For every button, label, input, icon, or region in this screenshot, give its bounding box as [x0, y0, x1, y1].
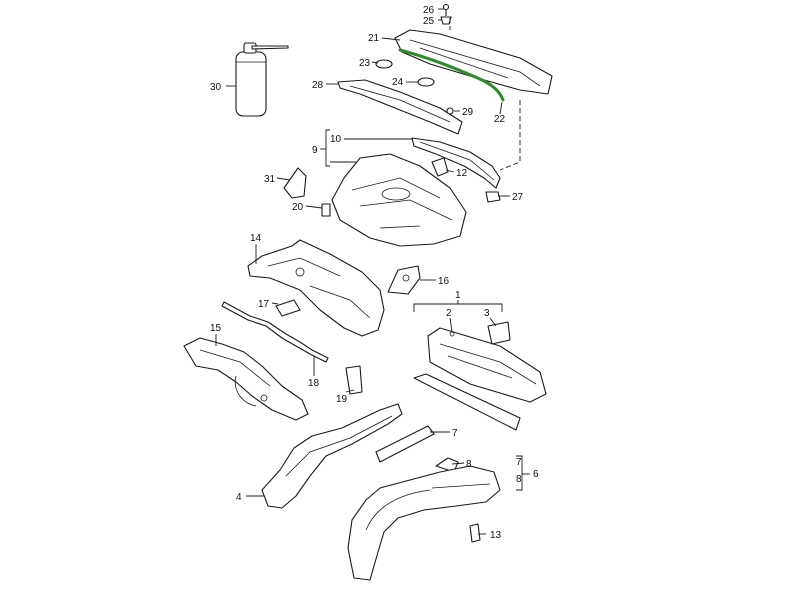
part-9-rear-floor-pan[interactable] — [331, 153, 467, 247]
part-7-strip[interactable] — [375, 425, 435, 463]
part-14-floor-section[interactable] — [247, 239, 385, 337]
part-27-clip[interactable] — [485, 191, 501, 203]
part-28-cross-member[interactable] — [337, 79, 463, 135]
part-19-bracket[interactable] — [345, 365, 363, 395]
part-26-screw[interactable] — [442, 3, 450, 17]
callout-25[interactable]: 25 — [423, 16, 435, 27]
callout-7-group[interactable]: 7 — [516, 457, 522, 468]
callout-8-bracket[interactable]: 8 — [466, 459, 472, 470]
callout-4[interactable]: 4 — [236, 492, 242, 503]
part-20-fastener[interactable] — [321, 203, 331, 217]
callout-16[interactable]: 16 — [438, 276, 450, 287]
part-29-bolt[interactable] — [446, 107, 454, 115]
part-21-rear-top-panel[interactable] — [394, 29, 553, 95]
part-24-grommet[interactable] — [417, 77, 435, 87]
callout-27[interactable]: 27 — [512, 192, 524, 203]
part-1-rear-panel-assembly[interactable] — [413, 327, 547, 431]
callout-2[interactable]: 2 — [446, 308, 452, 319]
part-31-bracket[interactable] — [283, 167, 307, 199]
callout-26[interactable]: 26 — [423, 5, 435, 16]
callout-31[interactable]: 31 — [264, 174, 276, 185]
callout-28[interactable]: 28 — [312, 80, 324, 91]
part-18-tube[interactable] — [221, 301, 329, 363]
callout-3[interactable]: 3 — [484, 308, 490, 319]
part-13-clip[interactable] — [469, 523, 481, 543]
part-16-gusset[interactable] — [387, 265, 421, 295]
callout-8-group[interactable]: 8 — [516, 474, 522, 485]
callout-15[interactable]: 15 — [210, 323, 222, 334]
callout-9[interactable]: 9 — [312, 145, 318, 156]
callout-22[interactable]: 22 — [494, 114, 506, 125]
callout-14[interactable]: 14 — [250, 233, 262, 244]
callout-7-strip[interactable]: 7 — [452, 428, 458, 439]
callout-29[interactable]: 29 — [462, 107, 474, 118]
part-17-plate[interactable] — [275, 299, 301, 317]
part-12-bracket[interactable] — [431, 157, 449, 177]
callout-17[interactable]: 17 — [258, 299, 270, 310]
callout-18[interactable]: 18 — [308, 378, 320, 389]
callout-21[interactable]: 21 — [368, 33, 380, 44]
part-10-rear-brace[interactable] — [411, 137, 501, 189]
callout-labels: 26 25 21 23 24 22 28 29 30 10 9 12 27 31… — [210, 5, 539, 541]
part-22-seal-highlight[interactable] — [398, 48, 505, 102]
callout-19[interactable]: 19 — [336, 394, 348, 405]
part-25-clip[interactable] — [440, 16, 452, 25]
callout-10[interactable]: 10 — [330, 134, 342, 145]
part-6-wheel-arch-assembly[interactable] — [347, 465, 501, 581]
callout-20[interactable]: 20 — [292, 202, 304, 213]
callout-6[interactable]: 6 — [533, 469, 539, 480]
part-4-frame-rail[interactable] — [261, 403, 403, 509]
alignment-line — [499, 100, 521, 171]
part-15-side-member[interactable] — [183, 337, 309, 421]
callout-23[interactable]: 23 — [359, 58, 371, 69]
callout-13[interactable]: 13 — [490, 530, 502, 541]
callout-12[interactable]: 12 — [456, 168, 468, 179]
callout-30[interactable]: 30 — [210, 82, 222, 93]
callout-1[interactable]: 1 — [455, 290, 461, 301]
leader-lines — [215, 8, 530, 535]
part-3-bracket[interactable] — [487, 321, 511, 345]
callout-24[interactable]: 24 — [392, 77, 404, 88]
part-23-grommet[interactable] — [375, 59, 393, 69]
part-30-spray-can[interactable] — [235, 42, 289, 117]
